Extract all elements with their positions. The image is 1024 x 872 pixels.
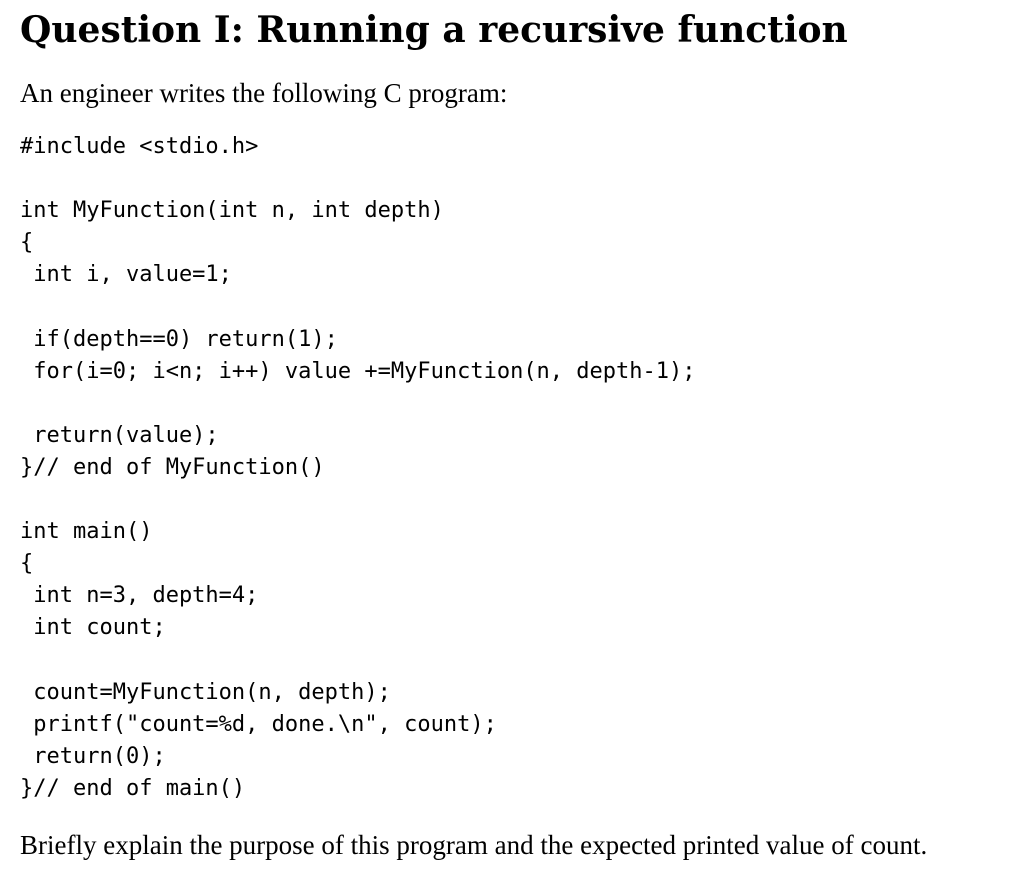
intro-text: An engineer writes the following C progr… (20, 78, 508, 108)
code-line: int i, value=1; (20, 262, 232, 288)
code-block: #include <stdio.h> int MyFunction(int n, … (20, 131, 696, 805)
code-line (20, 484, 696, 516)
code-line: printf("count=%d, done.\n", count); (20, 711, 497, 737)
code-line (20, 645, 696, 677)
code-line: }// end of main() (20, 775, 246, 801)
code-line: count=MyFunction(n, depth); (20, 679, 391, 705)
code-line: int count; (20, 615, 166, 641)
code-line: int MyFunction(int n, int depth) (20, 198, 444, 224)
code-line (20, 388, 696, 420)
code-line: #include <stdio.h> (20, 134, 259, 159)
code-line (20, 291, 696, 323)
code-line (20, 163, 696, 195)
code-line: if(depth==0) return(1); (20, 326, 338, 352)
code-line: { (20, 230, 34, 256)
page-title: Question I: Running a recursive function (20, 9, 848, 51)
code-line: int main() (20, 519, 153, 545)
code-line: for(i=0; i<n; i++) value +=MyFunction(n,… (20, 358, 696, 384)
question-text: Briefly explain the purpose of this prog… (20, 830, 928, 860)
code-line: return(value); (20, 422, 219, 448)
code-line: return(0); (20, 743, 166, 769)
code-line: }// end of MyFunction() (20, 454, 325, 480)
code-line: { (20, 551, 34, 577)
code-line: int n=3, depth=4; (20, 583, 259, 609)
